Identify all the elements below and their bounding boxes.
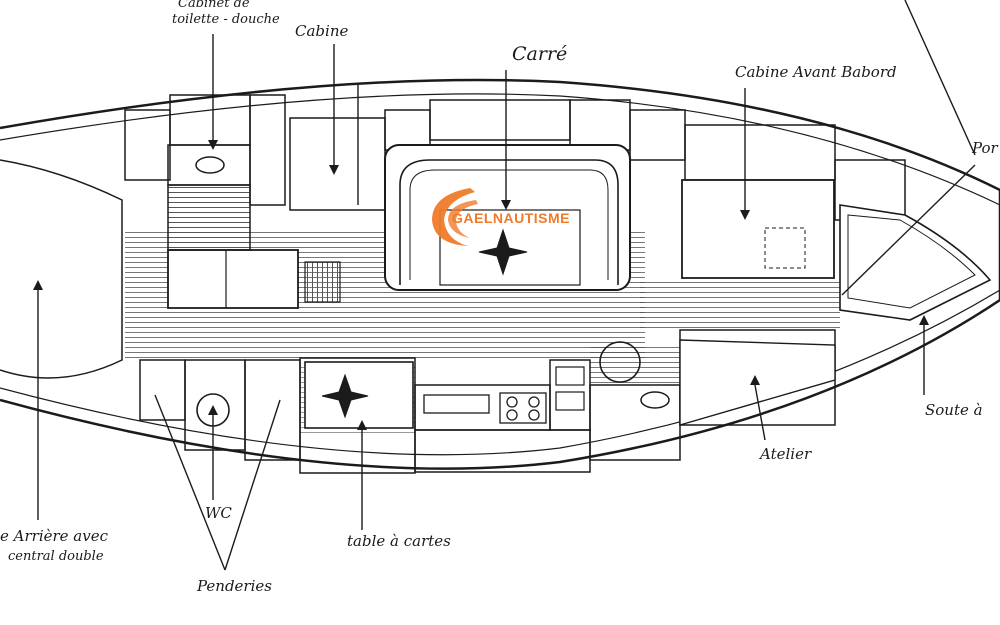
compass-rose-icon	[321, 228, 528, 419]
label-penderies: Penderies	[197, 577, 272, 595]
aft-berth	[167, 249, 299, 309]
label-cabine: Cabine	[295, 22, 349, 40]
label-arriere-line1: e Arrière avec	[0, 527, 109, 545]
label-atelier: Atelier	[760, 445, 812, 463]
label-cabine-avant: Cabine Avant Babord	[735, 63, 897, 81]
label-cabinet-line2: toilette - douche	[172, 12, 280, 27]
watermark-logo-text: GAELNAUTISME	[452, 210, 570, 226]
stove	[499, 392, 547, 424]
head-compartment	[167, 144, 251, 186]
label-wc: WC	[205, 504, 232, 522]
head-sink	[195, 156, 225, 174]
galley-sink-round	[599, 341, 641, 383]
label-carre: Carré	[512, 43, 568, 65]
label-port: Por	[972, 139, 998, 157]
label-cabinet-line1: Cabinet de	[178, 0, 250, 11]
label-arriere-line2: central double	[8, 549, 104, 564]
bow-locker	[839, 204, 992, 321]
label-table-a-cartes: table à cartes	[347, 532, 451, 550]
floor-hatch-fwd	[640, 280, 840, 330]
saloon-table	[439, 209, 581, 286]
forward-cabin	[681, 179, 835, 279]
hull-outline	[0, 78, 1000, 470]
logo-swoosh	[432, 188, 475, 246]
saloon-seat	[399, 159, 619, 285]
label-soute: Soute à	[925, 401, 983, 419]
hull-inner-line	[0, 93, 1000, 456]
leader-lines	[37, 0, 976, 571]
arrowheads	[33, 140, 929, 430]
cockpit-curve	[0, 159, 123, 379]
galley-sinks	[423, 394, 490, 414]
